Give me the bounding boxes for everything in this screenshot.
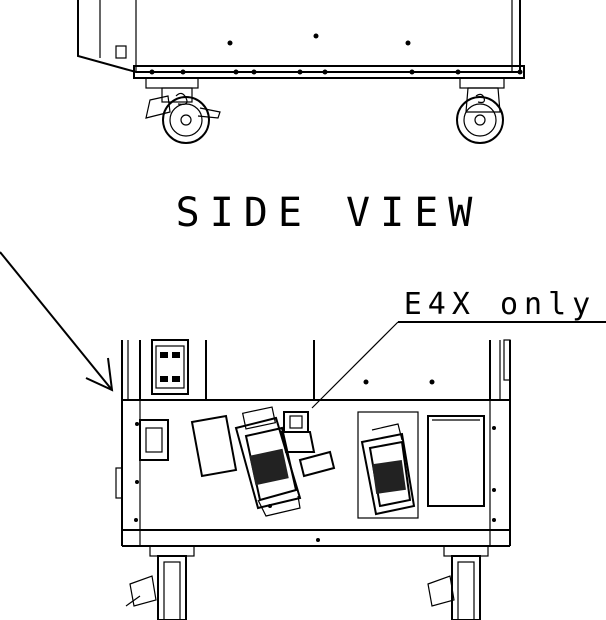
callout-e4x: E4X only (311, 287, 606, 409)
cabinet-bolts (149, 33, 523, 75)
caster-lower-left (125, 545, 195, 620)
heavy-connector-right (357, 411, 419, 519)
rear-view-cabinet (115, 339, 511, 547)
side-plate (139, 419, 169, 461)
side-view-cabinet (77, 0, 525, 144)
right-panel (427, 415, 485, 507)
label-plate (298, 450, 336, 478)
panel-bolts (134, 379, 496, 542)
heavy-connector-main (234, 406, 302, 517)
caster-left (145, 77, 221, 144)
caster-lower-right (427, 545, 489, 620)
view-arrow (0, 251, 114, 392)
callout-text: E4X only (404, 287, 597, 322)
caster-right (456, 77, 505, 144)
connector-block-top (151, 339, 189, 395)
side-view-label: SIDE VIEW (176, 190, 483, 236)
connector-e4x (280, 411, 316, 453)
cover-plate (190, 414, 238, 478)
